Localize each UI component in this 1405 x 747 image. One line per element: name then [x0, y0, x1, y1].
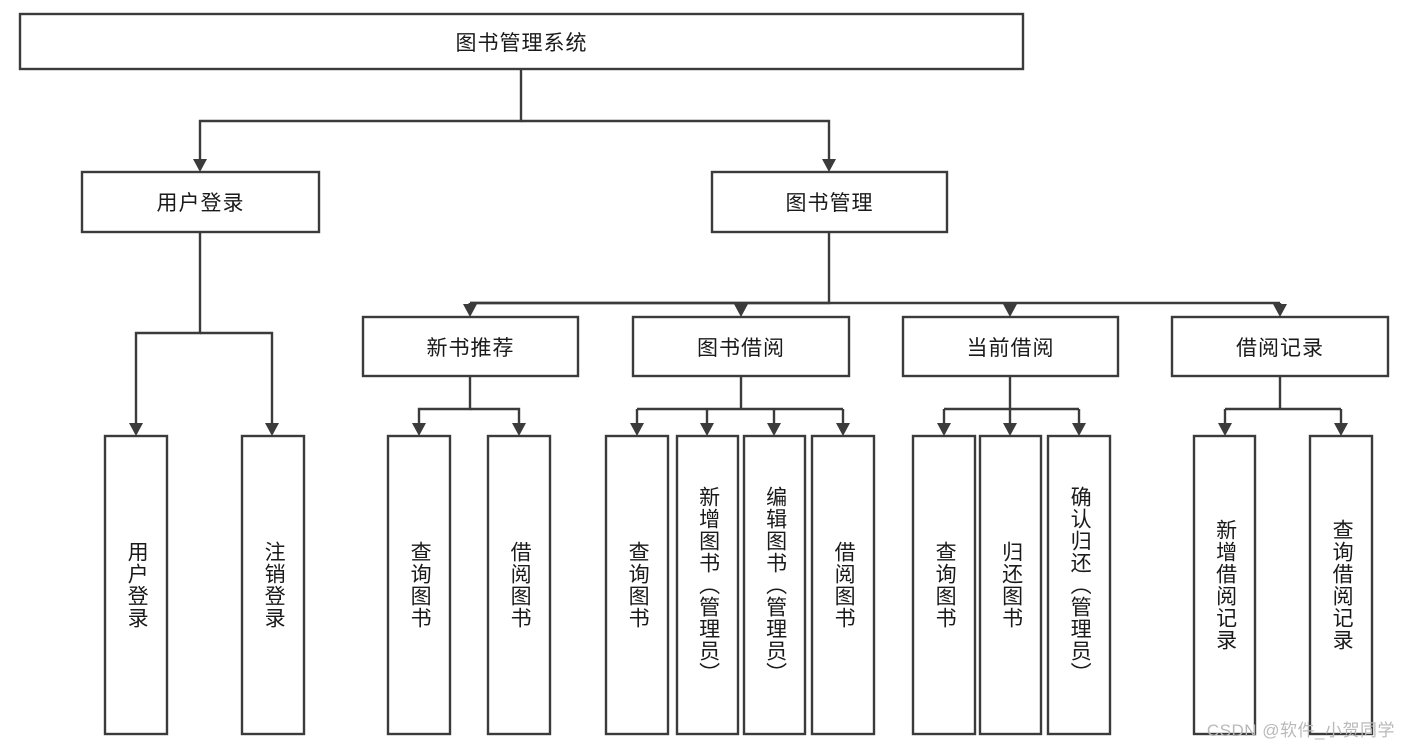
arrow-to-leaf-user-login	[129, 423, 143, 436]
arrow-bb-leaf-4	[836, 423, 850, 436]
arrow-to-borrow-record	[1273, 304, 1287, 317]
node-box-leaf-cb-1[interactable]	[911, 434, 977, 736]
node-box-leaf-logout[interactable]	[240, 434, 306, 736]
node-box-current-borrow[interactable]	[901, 315, 1120, 378]
arrow-br-leaf-2	[1334, 423, 1348, 436]
node-box-leaf-bb-4[interactable]	[810, 434, 876, 736]
node-box-leaf-br-2[interactable]	[1308, 434, 1374, 736]
arrow-bb-leaf-2	[700, 423, 714, 436]
node-box-leaf-nbr-1[interactable]	[386, 434, 452, 736]
node-box-leaf-cb-2[interactable]	[978, 434, 1043, 736]
arrow-to-book-manage	[822, 159, 836, 172]
node-box-leaf-user-login[interactable]	[103, 434, 169, 736]
arrow-to-user-login	[193, 159, 207, 172]
arrow-to-leaf-logout	[265, 423, 279, 436]
node-box-root[interactable]	[18, 12, 1025, 71]
connector-root-to-level2	[193, 69, 836, 172]
node-box-leaf-bb-2[interactable]	[675, 434, 740, 736]
arrow-to-new-book-rec	[463, 304, 477, 317]
watermark-text: CSDN @软件_小贺同学	[1206, 721, 1395, 740]
arrow-cb-leaf-1	[937, 423, 951, 436]
connector-book-manage-to-level3	[463, 232, 1287, 317]
arrow-to-current-borrow	[1003, 304, 1017, 317]
connector-book-borrow-to-leaves	[630, 376, 850, 436]
arrow-bb-leaf-3	[767, 423, 781, 436]
node-box-new-book-rec[interactable]	[361, 315, 580, 378]
node-box-book-borrow[interactable]	[631, 315, 851, 378]
arrow-br-leaf-1	[1218, 423, 1232, 436]
connector-current-borrow-to-leaves	[937, 376, 1086, 436]
arrow-cb-leaf-2	[1003, 423, 1017, 436]
arrow-nbr-leaf-1	[412, 423, 426, 436]
node-box-user-login[interactable]	[80, 170, 321, 234]
node-box-borrow-record[interactable]	[1170, 315, 1390, 378]
connector-borrow-record-to-leaves	[1218, 376, 1348, 436]
arrow-nbr-leaf-2	[512, 423, 526, 436]
node-box-book-manage[interactable]	[710, 170, 949, 234]
connector-new-book-rec-to-leaves	[412, 376, 526, 436]
node-box-leaf-br-1[interactable]	[1192, 434, 1257, 736]
arrow-to-book-borrow	[734, 304, 748, 317]
node-box-leaf-bb-3[interactable]	[742, 434, 807, 736]
arrow-bb-leaf-1	[630, 423, 644, 436]
node-box-leaf-nbr-2[interactable]	[486, 434, 552, 736]
node-box-leaf-cb-3[interactable]	[1046, 434, 1112, 736]
node-box-leaf-bb-1[interactable]	[604, 434, 670, 736]
arrow-cb-leaf-3	[1072, 423, 1086, 436]
connector-user-login-to-leaves	[129, 232, 279, 436]
